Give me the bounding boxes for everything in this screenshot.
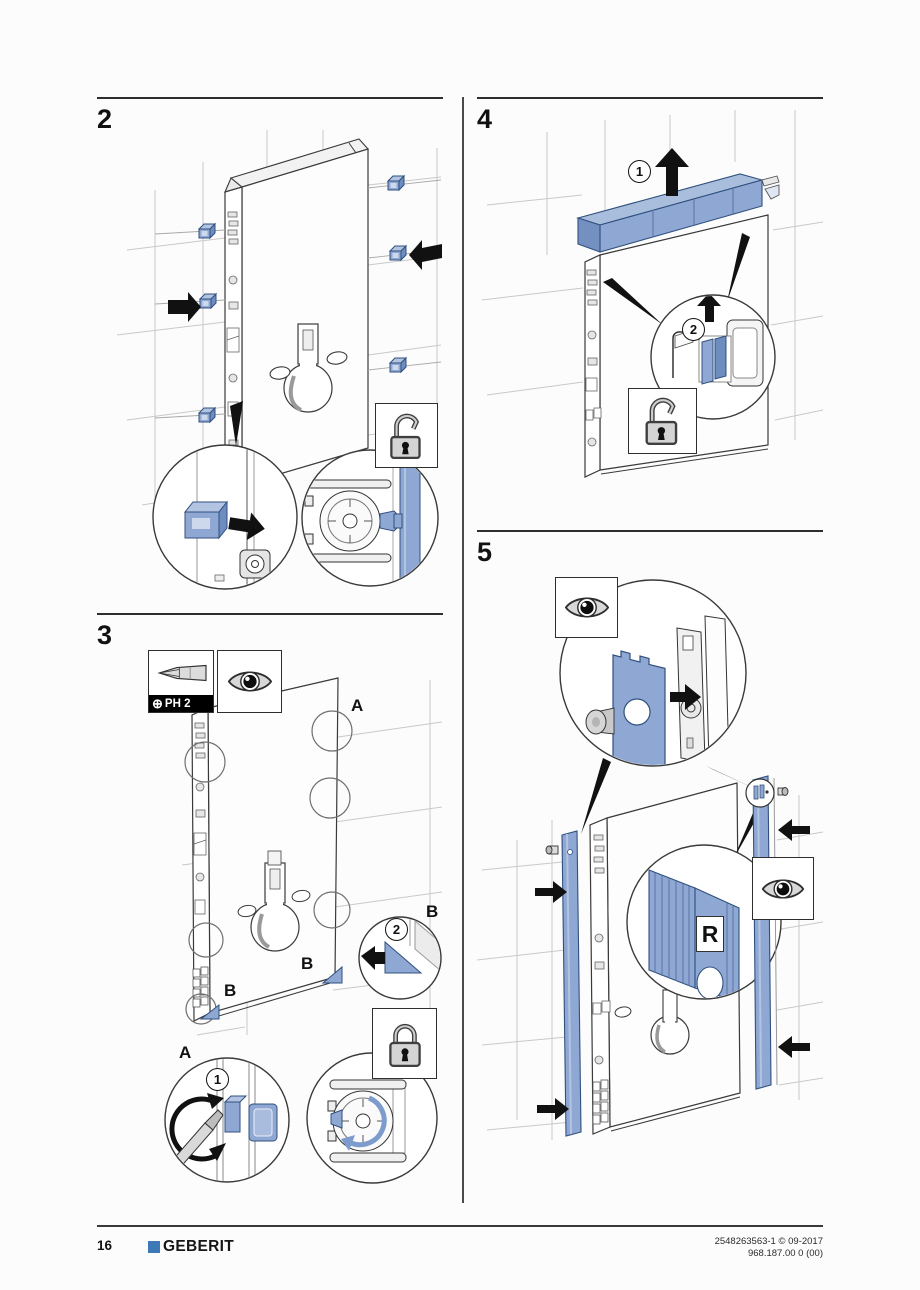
brand-logo-text: GEBERIT [163, 1238, 234, 1255]
label-b-callout: B [426, 902, 439, 921]
screw-position-rings [184, 710, 353, 1025]
footer-rule [97, 1225, 823, 1227]
left-side-strip [561, 830, 582, 1137]
frame-detail-marks [585, 269, 602, 447]
strip-fixing-pin-right [777, 787, 789, 796]
eye-icon [760, 874, 806, 904]
eye-icon [226, 666, 274, 697]
document-reference: 2548263563-1 © 09-2017 968.187.00 0 (00) [603, 1236, 823, 1260]
wall-tile-grid [481, 110, 823, 440]
brand-logo: GEBERIT [148, 1238, 234, 1256]
document-reference-line2: 968.187.00 0 (00) [747, 1248, 823, 1259]
monolith-panel [224, 138, 369, 493]
corner-seal-circle [358, 916, 442, 1000]
step3-number: 3 [97, 620, 113, 650]
push-arrows [535, 819, 810, 1120]
tool-badge: ⊕ PH 2 [148, 650, 214, 713]
strip-top-circle [745, 778, 775, 808]
label-b-bottom: B [224, 981, 237, 1000]
step4-number: 4 [477, 104, 493, 134]
step5-illustration [477, 579, 823, 1140]
screwdriver-circle [164, 1057, 290, 1183]
detail-pointer-wedge-right [727, 233, 750, 302]
phillips-cross-icon: ⊕ [152, 696, 163, 711]
detail-pointer-wedge-1 [581, 758, 611, 834]
tool-size-label: PH 2 [164, 697, 191, 710]
step3-rule [97, 613, 443, 615]
unlock-icon [384, 412, 430, 460]
detail-pointer-wedge [230, 401, 243, 446]
step2-rule [97, 97, 443, 99]
step5-rule [477, 530, 823, 532]
lock-status-badge-step3 [372, 1008, 437, 1079]
phillips-bit-icon [153, 658, 209, 688]
strip-fixing-pin-left [545, 845, 559, 855]
label-b-mid: B [301, 954, 314, 973]
keyhole-cutout [269, 323, 348, 413]
document-reference-line1: 2548263563-1 © 09-2017 [714, 1236, 823, 1247]
page-number: 16 [97, 1238, 113, 1253]
frame-grid-marks [192, 966, 209, 1008]
push-arrow-right [409, 240, 442, 270]
brand-logo-square-icon [148, 1241, 160, 1253]
keyhole-cutout [614, 989, 690, 1055]
keyhole-cutout [237, 850, 311, 952]
lock-mechanism-circle [301, 449, 439, 587]
step2-number: 2 [97, 104, 113, 134]
column-divider [462, 97, 464, 1203]
eye-icon [563, 592, 611, 623]
step2-illustration [116, 130, 442, 590]
frame-detail-marks [592, 834, 611, 1065]
corner-seal-mid [321, 965, 343, 984]
right-marking-badge: R [696, 916, 724, 952]
inspection-badge-step3 [217, 650, 282, 713]
step4-rule [477, 97, 823, 99]
step5-number: 5 [477, 537, 493, 567]
detail-pointer-wedge-2 [706, 766, 760, 791]
unlock-icon [639, 396, 687, 446]
callout-2-badge-step3: 2 [385, 918, 408, 941]
inspection-badge-step5-right [752, 857, 814, 920]
label-a-top: A [351, 696, 364, 715]
inspection-badge-step5-top [555, 577, 618, 638]
detail-pointer-wedge-left [603, 278, 663, 325]
design-cover-bar [576, 173, 780, 253]
lock-icon [382, 1020, 428, 1068]
label-a-bottom: A [179, 1043, 192, 1062]
push-arrow-left [168, 292, 201, 322]
callout-1-badge-step3: 1 [206, 1068, 229, 1091]
frame-grid-marks [592, 1079, 609, 1125]
callout-1-badge-step4: 1 [628, 160, 651, 183]
lock-status-badge-step2 [375, 403, 438, 468]
step3-illustration [164, 677, 443, 1184]
monolith-panel [191, 677, 339, 1022]
frame-detail-marks [193, 722, 207, 915]
corner-seal-bottom [199, 1003, 220, 1020]
tool-size-bar: ⊕ PH 2 [149, 695, 213, 712]
clip-detail-circle [152, 444, 298, 590]
callout-2-badge-step4: 2 [682, 318, 705, 341]
lock-status-badge-step4 [628, 388, 697, 454]
right-side-strip [752, 775, 778, 1090]
lift-arrow [655, 148, 689, 196]
